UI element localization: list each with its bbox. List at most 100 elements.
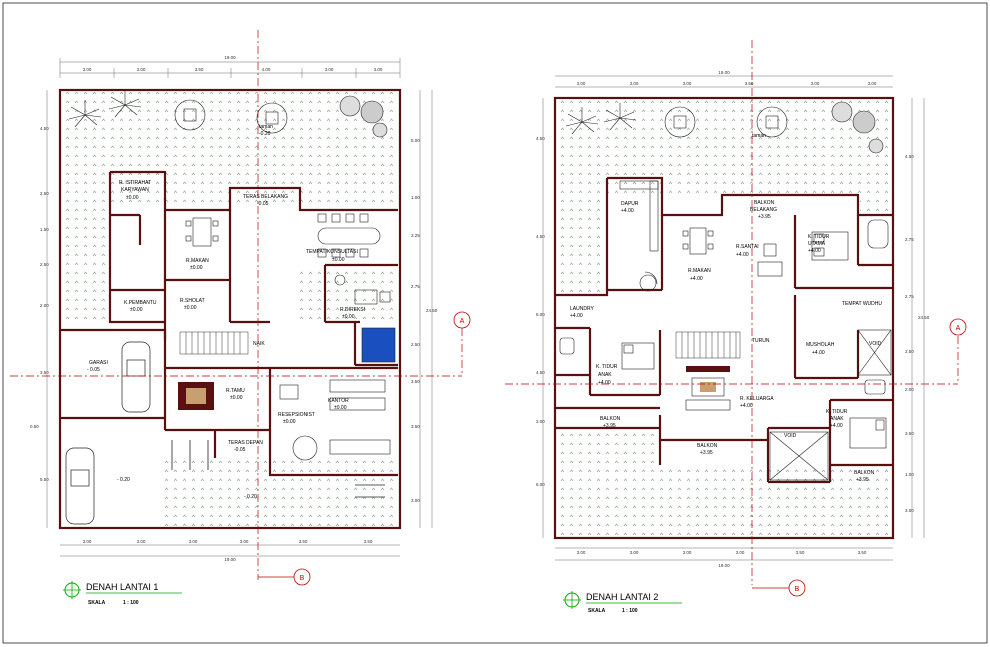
plan1-front-garden — [165, 458, 398, 528]
plan1-right-dim: 3.25 — [411, 233, 420, 238]
plan2-void — [769, 329, 892, 481]
plan1-top-dim: 3.50 — [195, 67, 204, 72]
plan2-sofa-icon — [757, 243, 783, 277]
plan2-staircase — [675, 331, 741, 359]
room-level: +4.00 — [690, 276, 703, 282]
room-label: BALKON — [697, 443, 718, 449]
plan2-bottom-dim: 3.00 — [577, 550, 586, 555]
room-label: RESEPSIONIST — [278, 412, 315, 418]
room-label: taman — [259, 124, 273, 130]
plan2-right-dim: 2.75 — [905, 294, 914, 299]
axis-marker — [453, 311, 471, 329]
axis-marker-label: B — [795, 586, 800, 593]
plan1-bottom-dim: 3.00 — [137, 539, 146, 544]
room-label: K. TIDUR — [808, 234, 830, 240]
plan1-bottom-dim: 3.00 — [189, 539, 198, 544]
room-label: R.MAKAN — [186, 258, 209, 264]
plan2-right-dim: 1.00 — [905, 472, 914, 477]
plan2-top-dim: 3.00 — [577, 81, 586, 86]
plan1-bottom-dim: 3.50 — [364, 539, 373, 544]
room-label: KANTOR — [328, 398, 349, 404]
plan2-garden-left — [557, 195, 607, 295]
plan2-left-dim: 6.00 — [536, 482, 545, 487]
plan2-bed-icon — [621, 231, 887, 449]
plan2-top-dim: 3.00 — [630, 81, 639, 86]
room-label: R.SHOLAT — [180, 298, 205, 304]
room-level: ±0.00 — [342, 314, 355, 320]
plan1-garden-table-icon — [174, 99, 288, 134]
plan1-right-dim: 2.75 — [411, 284, 420, 289]
room-level: +3.95 — [700, 450, 713, 456]
plan1-left-dim: 2.50 — [40, 191, 49, 196]
plan1-top-dim: 3.00 — [83, 67, 92, 72]
front-garden-level: - 0.20 — [244, 494, 257, 500]
plan1-right-dim: 5.00 — [411, 138, 420, 143]
room-label: R.MAKAN — [688, 268, 711, 274]
plan1-motorbike-icon — [171, 440, 385, 498]
plan2-bottom-dim: 3.00 — [630, 550, 639, 555]
plan1-title: DENAH LANTAI 1 — [86, 582, 158, 592]
room-label: BALKON — [600, 416, 621, 422]
plan1-bottom-total: 19.00 — [224, 557, 236, 562]
plan2-dimensions — [542, 75, 925, 561]
plan1-meeting-table-icon — [317, 213, 381, 258]
plan1-scale-label: SKALA — [88, 600, 106, 606]
room-label: MUSHOLAH — [806, 342, 835, 348]
room-label: R.SANTAI — [736, 244, 759, 250]
void-label: VOID — [869, 341, 882, 347]
plan2-right-dim: 2.75 — [905, 237, 914, 242]
plan1-top-total: 19.00 — [224, 55, 236, 60]
plan2-garden-table-icon — [664, 106, 788, 138]
plan1-right-dim: 3.00 — [411, 498, 420, 503]
room-label: DAPUR — [621, 201, 639, 207]
room-level: +4.00 — [621, 208, 634, 214]
plan1-boundary-wall — [58, 88, 402, 530]
plan2-family-sofa-icon — [685, 366, 731, 411]
room-label: KARYAWAN — [121, 187, 149, 193]
plan2-bottom-total: 19.00 — [718, 563, 730, 568]
room-level: -0.05 — [257, 201, 269, 207]
room-level: +3.95 — [603, 423, 616, 429]
plan1-top-dim: 3.00 — [137, 67, 146, 72]
room-label: R. ISTIRAHAT — [119, 180, 151, 186]
plan1-right-dim: 3.50 — [411, 424, 420, 429]
plan1-room-labels: R. ISTIRAHAT KARYAWAN ±0.00 TERAS BELAKA… — [87, 124, 365, 500]
plan2-tree-icon — [565, 101, 884, 154]
plan1-right-dim: 2.50 — [411, 342, 420, 347]
plan1-sofa-icon — [178, 382, 214, 410]
axis-marker — [949, 318, 967, 336]
room-label: BELAKANG — [750, 207, 777, 213]
plan2-room-labels: DAPUR +4.00 BALKON BELAKANG +3.95 K. TID… — [570, 133, 882, 483]
plan2-right-dim: 2.00 — [905, 387, 914, 392]
room-level: ±0.00 — [190, 265, 203, 271]
plan2-left-dim: 4.50 — [536, 370, 545, 375]
plan2-top-dim: 3.00 — [868, 81, 877, 86]
plan1-director-desk-icon — [334, 274, 391, 305]
plan1-right-total: 24.50 — [426, 308, 438, 313]
stair-label: TURUN — [752, 338, 770, 344]
plan1-scale: 1 : 100 — [123, 600, 139, 606]
room-label: LAUNDRY — [570, 306, 594, 312]
plan1-top-dim: 3.00 — [325, 67, 334, 72]
plan1-dining-table-icon — [185, 217, 219, 247]
void-label: VOID — [784, 433, 797, 439]
room-label: K. TIDUR — [826, 409, 848, 415]
plan1-top-dim: 3.00 — [374, 67, 383, 72]
room-level: ±0.00 — [230, 395, 243, 401]
room-level: +4.00 — [740, 403, 753, 409]
plan2-left-dim: 4.50 — [536, 136, 545, 141]
plan1-right-dim: 3.50 — [411, 379, 420, 384]
plan2-left-dim: 6.00 — [536, 312, 545, 317]
plan1-office-desk-icon — [279, 379, 391, 461]
room-label: R.TAMU — [226, 388, 245, 394]
plan1-right-dim: 1.00 — [411, 195, 420, 200]
plan1-pond — [361, 327, 396, 363]
room-label: TERAS BELAKANG — [243, 194, 288, 200]
room-level: +4.00 — [812, 350, 825, 356]
axis-marker-label: A — [956, 325, 961, 332]
plan1-side-garden — [62, 202, 110, 322]
room-label: BALKON — [754, 200, 775, 206]
plan1-left-dim: 0.50 — [30, 424, 39, 429]
